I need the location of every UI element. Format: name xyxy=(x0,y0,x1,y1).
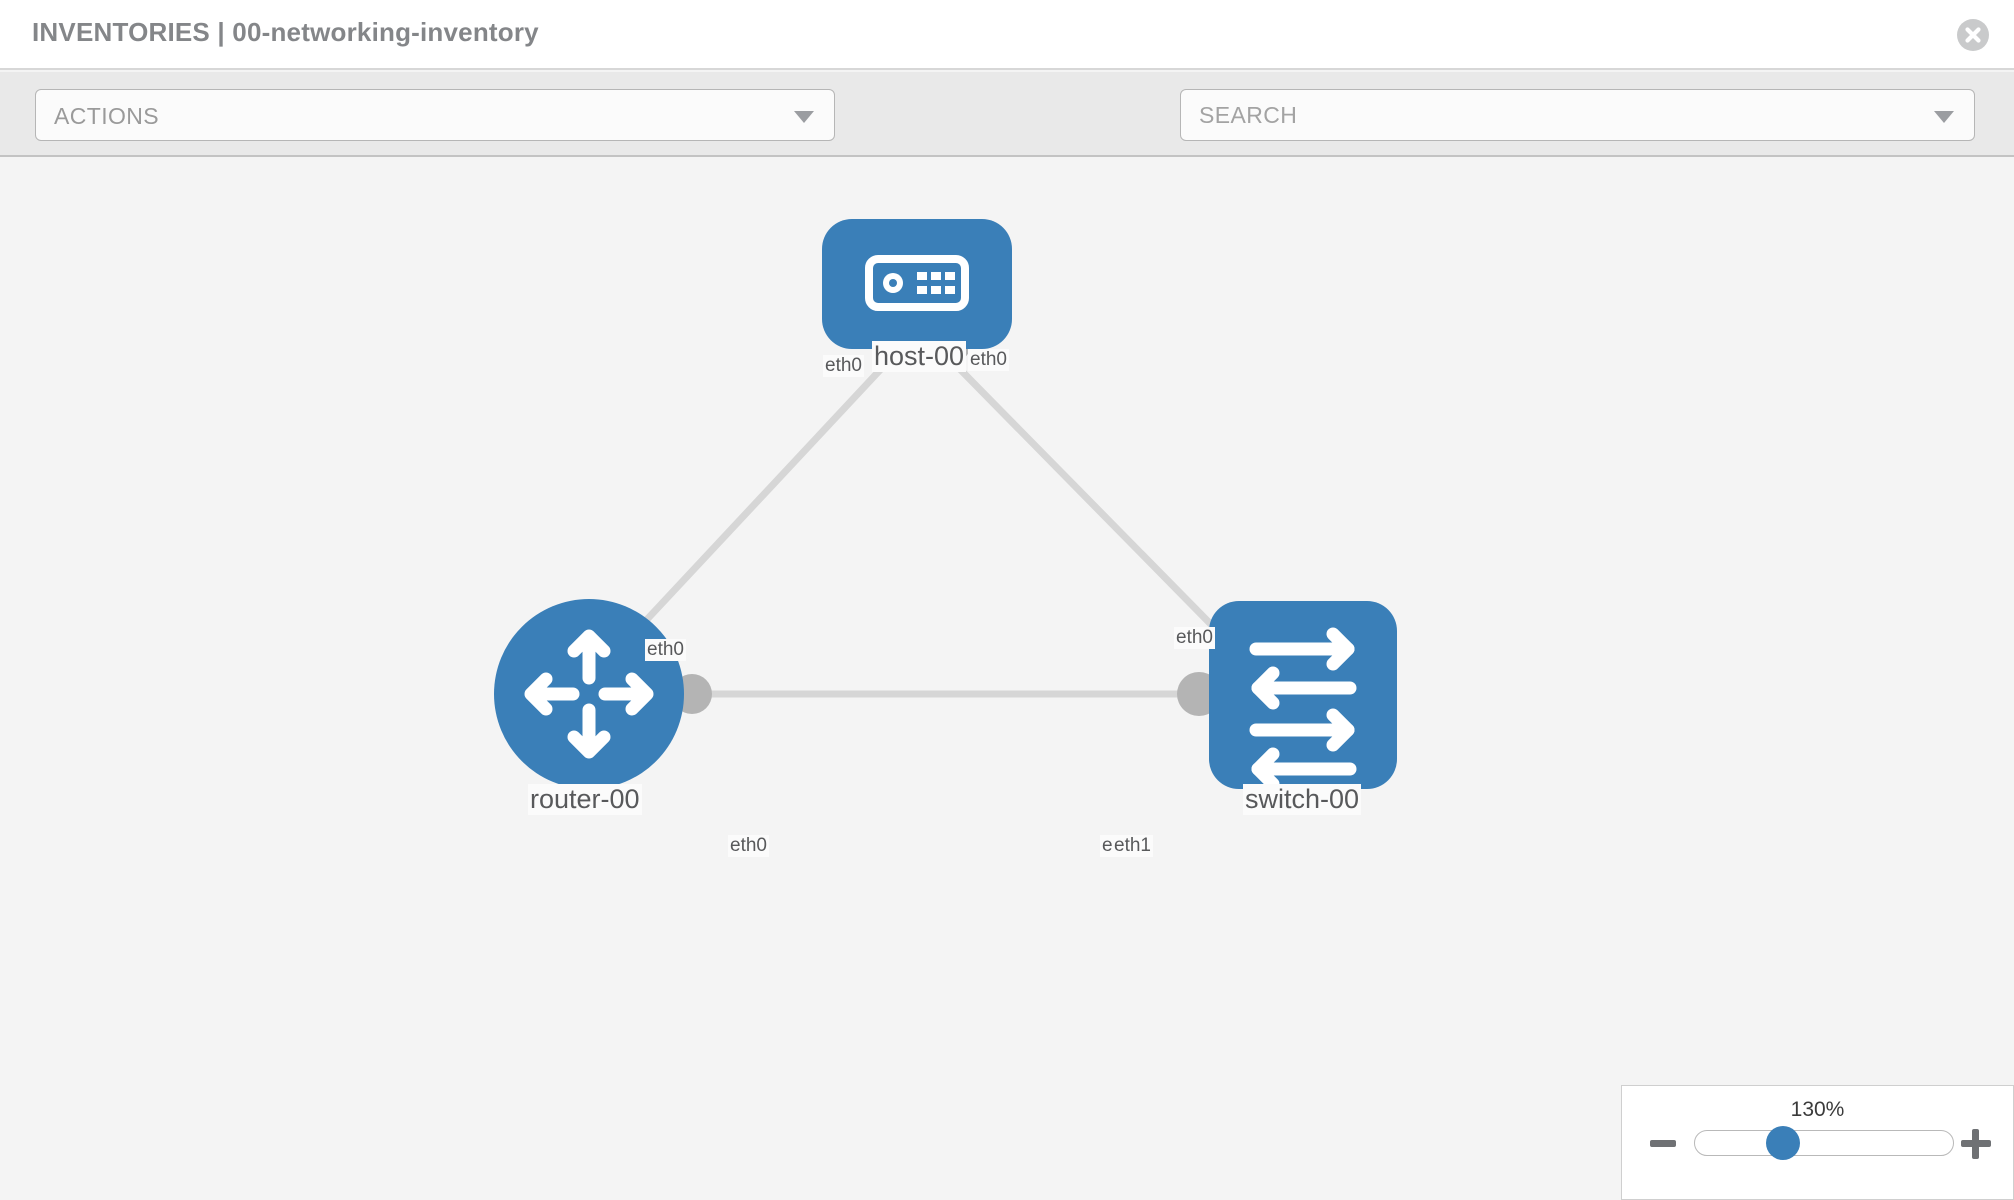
zoom-slider-track[interactable] xyxy=(1694,1130,1954,1156)
server-icon xyxy=(865,255,969,311)
topology-graph[interactable] xyxy=(0,159,2014,1200)
zoom-slider-thumb[interactable] xyxy=(1766,1126,1800,1160)
node-host-00[interactable] xyxy=(822,219,1012,349)
close-icon[interactable] xyxy=(1957,19,1989,51)
search-input[interactable] xyxy=(1199,90,1899,140)
iface-label-router-up: eth0 xyxy=(645,639,686,661)
search-box[interactable] xyxy=(1180,89,1975,141)
node-switch-00[interactable] xyxy=(1209,601,1397,791)
router-arrows-icon xyxy=(524,629,654,759)
chevron-down-icon[interactable] xyxy=(1934,111,1954,123)
iface-label-switch-up: eth0 xyxy=(1174,627,1215,649)
chevron-down-icon xyxy=(794,111,814,123)
topology-links xyxy=(606,350,1249,698)
switch-arrows-icon xyxy=(1249,627,1357,791)
link-host-switch xyxy=(941,350,1249,663)
topology-connectors xyxy=(672,322,1258,716)
topology-canvas[interactable]: host-00 router-00 switch-00 eth0 eth0 et… xyxy=(0,159,2014,1200)
iface-label-router-right: eth0 xyxy=(728,835,769,857)
iface-label-host-right: eth0 xyxy=(968,349,1009,371)
page-title: INVENTORIES | 00-networking-inventory xyxy=(32,17,539,47)
actions-dropdown[interactable]: ACTIONS xyxy=(35,89,835,141)
page-header: INVENTORIES | 00-networking-inventory xyxy=(0,0,2014,70)
zoom-level-value: 130% xyxy=(1790,1098,1845,1121)
zoom-out-button[interactable] xyxy=(1650,1140,1676,1147)
node-label-host-00: host-00 xyxy=(872,341,967,372)
node-label-switch-00: switch-00 xyxy=(1243,784,1362,815)
actions-dropdown-label: ACTIONS xyxy=(54,103,160,129)
zoom-control-panel: 130% xyxy=(1621,1085,2014,1200)
toolbar: ACTIONS xyxy=(0,72,2014,195)
iface-label-host-left: eth0 xyxy=(823,355,864,377)
node-router-00[interactable] xyxy=(494,599,684,789)
iface-label-switch-left: eth1 xyxy=(1112,835,1153,857)
link-host-router xyxy=(606,350,899,663)
zoom-in-button[interactable] xyxy=(1961,1129,1991,1159)
node-label-router-00: router-00 xyxy=(528,784,642,815)
